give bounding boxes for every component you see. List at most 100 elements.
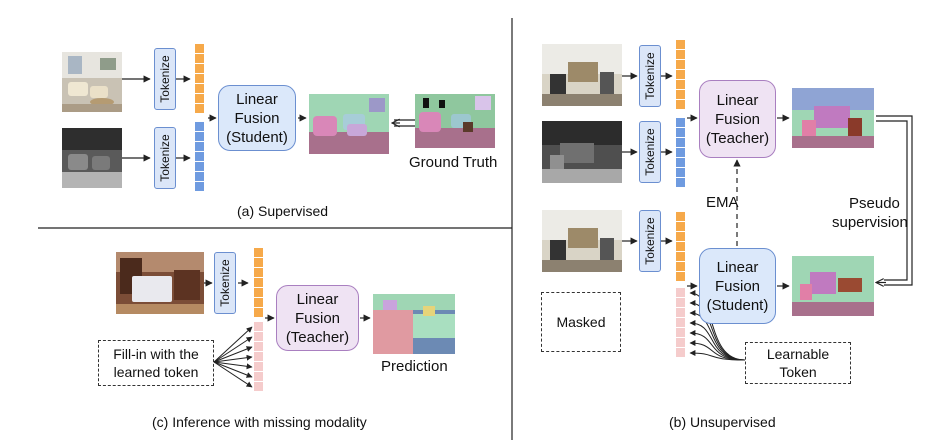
segmentation-output-a bbox=[309, 94, 389, 154]
pseudo-line-2: supervision bbox=[832, 214, 908, 231]
tokenize-label: Tokenize bbox=[158, 55, 172, 103]
token-square bbox=[254, 342, 263, 351]
token-square bbox=[195, 94, 204, 103]
learned-token-column-student bbox=[676, 288, 685, 358]
tokenize-block-depth-b: Tokenize bbox=[639, 121, 661, 183]
fusion-line-1: Linear bbox=[296, 290, 339, 308]
token-square bbox=[195, 54, 204, 63]
depth-token-column-teacher bbox=[676, 118, 685, 188]
learned-token-column-c bbox=[254, 322, 263, 392]
token-square bbox=[676, 338, 685, 347]
ema-label: EMA bbox=[706, 194, 739, 211]
tokenize-label: Tokenize bbox=[158, 134, 172, 182]
token-square bbox=[195, 142, 204, 151]
token-square bbox=[676, 318, 685, 327]
rgb-image-student bbox=[542, 210, 622, 272]
token-square bbox=[676, 138, 685, 147]
panel-c-caption: (c) Inference with missing modality bbox=[152, 414, 367, 430]
tokenize-block-rgb-a: Tokenize bbox=[154, 48, 176, 110]
token-square bbox=[676, 90, 685, 99]
rgb-token-column-teacher bbox=[676, 40, 685, 110]
fan-arrow bbox=[213, 361, 253, 370]
token-square bbox=[195, 132, 204, 141]
token-square bbox=[676, 252, 685, 261]
fill-in-arrows bbox=[213, 326, 253, 388]
token-square bbox=[676, 158, 685, 167]
token-square bbox=[195, 104, 204, 113]
token-square bbox=[676, 288, 685, 297]
ground-truth-image bbox=[415, 94, 495, 148]
fan-arrow bbox=[689, 290, 746, 361]
token-square bbox=[195, 84, 204, 93]
prediction-image bbox=[373, 294, 455, 354]
tokenize-block-student-b: Tokenize bbox=[639, 210, 661, 272]
fusion-line-2: Fusion bbox=[294, 309, 341, 327]
masked-box: Masked bbox=[541, 292, 621, 352]
tokenize-block-depth-a: Tokenize bbox=[154, 127, 176, 189]
rgb-token-column-student bbox=[676, 212, 685, 282]
pseudo-label-image bbox=[792, 88, 874, 148]
tokenize-label: Tokenize bbox=[643, 217, 657, 265]
tokenize-label: Tokenize bbox=[643, 128, 657, 176]
token-square bbox=[676, 272, 685, 281]
fusion-line-1: Linear bbox=[716, 258, 759, 276]
pseudo-supervision-arrow bbox=[876, 115, 913, 286]
token-square bbox=[195, 74, 204, 83]
linear-fusion-teacher-c: Linear Fusion (Teacher) bbox=[276, 285, 359, 351]
token-square bbox=[254, 268, 263, 277]
token-square bbox=[676, 128, 685, 137]
rgb-image-a bbox=[62, 52, 122, 112]
token-square bbox=[676, 60, 685, 69]
fusion-line-2: Fusion bbox=[714, 277, 761, 295]
token-square bbox=[254, 258, 263, 267]
masked-label: Masked bbox=[556, 314, 606, 330]
fill-in-line-1: Fill-in with the bbox=[113, 346, 199, 362]
tokenize-label: Tokenize bbox=[218, 259, 232, 307]
panel-b-caption: (b) Unsupervised bbox=[669, 414, 776, 430]
learnable-line-1: Learnable bbox=[766, 346, 830, 362]
token-square bbox=[676, 212, 685, 221]
pseudo-supervision-label: Pseudo supervision bbox=[832, 194, 908, 232]
fan-arrow bbox=[213, 346, 253, 363]
fusion-line-3: (Teacher) bbox=[705, 129, 770, 147]
token-square bbox=[254, 332, 263, 341]
depth-token-column-a bbox=[195, 122, 204, 192]
token-square bbox=[254, 288, 263, 297]
fusion-line-2: Fusion bbox=[234, 109, 280, 127]
token-square bbox=[254, 322, 263, 331]
fill-in-learned-token-box: Fill-in with the learned token bbox=[98, 340, 214, 386]
token-square bbox=[676, 80, 685, 89]
fusion-line-2: Fusion bbox=[714, 110, 761, 128]
fan-arrow bbox=[213, 336, 253, 363]
depth-image-a bbox=[62, 128, 122, 188]
token-square bbox=[676, 168, 685, 177]
pseudo-line-1: Pseudo bbox=[849, 195, 900, 212]
token-square bbox=[254, 352, 263, 361]
token-square bbox=[676, 262, 685, 271]
learnable-token-box: Learnable Token bbox=[745, 342, 851, 384]
token-square bbox=[254, 372, 263, 381]
rgb-token-column-c bbox=[254, 248, 263, 318]
token-square bbox=[676, 148, 685, 157]
token-square bbox=[254, 248, 263, 257]
tokenize-label: Tokenize bbox=[643, 52, 657, 100]
token-square bbox=[676, 298, 685, 307]
token-square bbox=[195, 172, 204, 181]
fusion-line-3: (Student) bbox=[706, 296, 769, 314]
token-square bbox=[254, 308, 263, 317]
fusion-line-3: (Student) bbox=[226, 128, 288, 146]
token-square bbox=[254, 278, 263, 287]
fan-arrow bbox=[689, 330, 746, 361]
depth-image-teacher bbox=[542, 121, 622, 183]
token-square bbox=[254, 382, 263, 391]
fan-arrow bbox=[213, 361, 253, 388]
token-square bbox=[676, 100, 685, 109]
fusion-line-1: Linear bbox=[716, 91, 759, 109]
token-square bbox=[195, 44, 204, 53]
fan-arrow bbox=[689, 350, 746, 361]
token-square bbox=[254, 298, 263, 307]
panel-a-caption: (a) Supervised bbox=[237, 203, 329, 219]
learnable-token-arrows bbox=[689, 290, 746, 361]
token-square bbox=[195, 64, 204, 73]
